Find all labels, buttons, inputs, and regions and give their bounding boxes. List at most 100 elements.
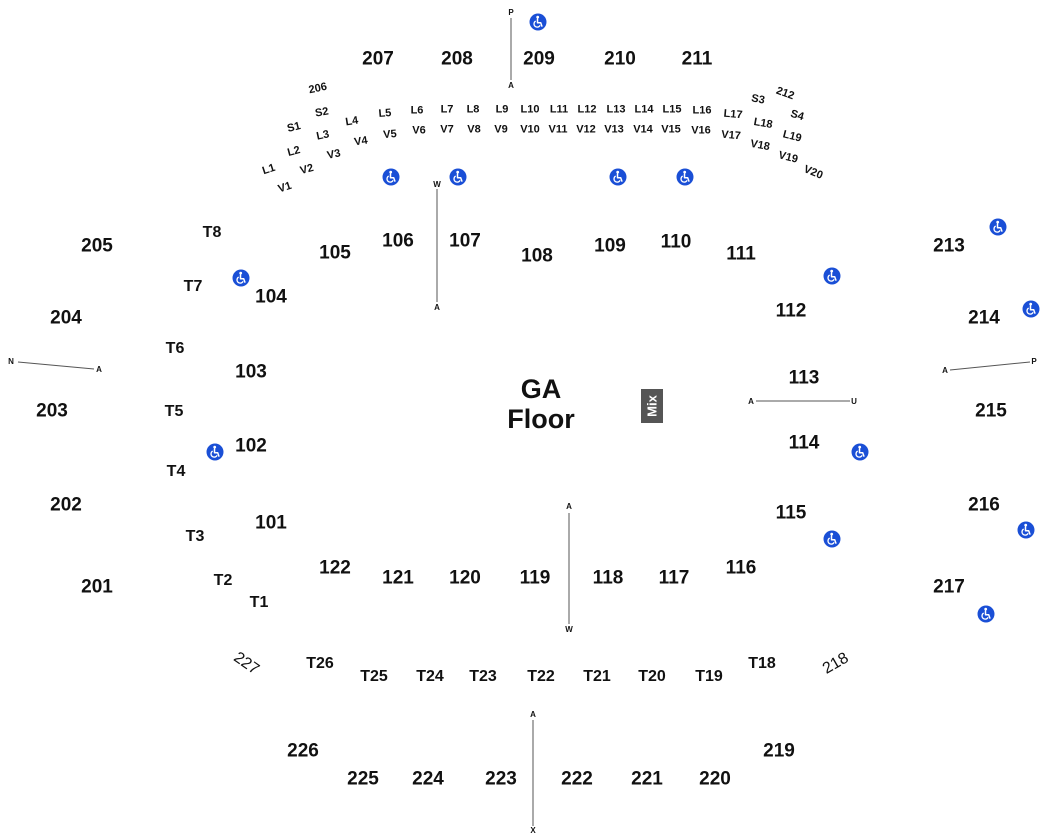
section-t4[interactable]: T4 xyxy=(166,463,186,480)
section-v17[interactable]: V17 xyxy=(720,128,742,143)
section-l6[interactable]: L6 xyxy=(410,104,424,117)
section-220[interactable]: 220 xyxy=(699,768,731,790)
section-107[interactable]: 107 xyxy=(449,230,481,252)
section-l4[interactable]: L4 xyxy=(344,114,360,129)
wheelchair-icon xyxy=(609,168,627,186)
section-213[interactable]: 213 xyxy=(933,235,965,257)
section-t19[interactable]: T19 xyxy=(695,668,723,685)
section-t1[interactable]: T1 xyxy=(249,594,269,611)
section-v16[interactable]: V16 xyxy=(691,124,711,137)
section-v11[interactable]: V11 xyxy=(548,123,568,136)
section-225[interactable]: 225 xyxy=(347,768,379,790)
section-l5[interactable]: L5 xyxy=(378,106,392,121)
section-120[interactable]: 120 xyxy=(449,567,481,589)
aisle-marker-mid-u: U xyxy=(851,397,857,406)
section-208[interactable]: 208 xyxy=(441,48,473,70)
section-119[interactable]: 119 xyxy=(519,567,551,589)
section-221[interactable]: 221 xyxy=(631,768,663,790)
section-204[interactable]: 204 xyxy=(50,307,82,329)
section-v9[interactable]: V9 xyxy=(494,123,508,136)
section-223[interactable]: 223 xyxy=(485,768,517,790)
section-t18[interactable]: T18 xyxy=(748,655,776,672)
section-t3[interactable]: T3 xyxy=(185,528,205,545)
section-v7[interactable]: V7 xyxy=(440,123,454,136)
section-t26[interactable]: T26 xyxy=(306,655,334,672)
section-108[interactable]: 108 xyxy=(521,245,553,267)
section-224[interactable]: 224 xyxy=(412,768,444,790)
section-l7[interactable]: L7 xyxy=(440,103,454,116)
wheelchair-icon xyxy=(232,269,250,287)
section-v10[interactable]: V10 xyxy=(520,123,540,136)
section-215[interactable]: 215 xyxy=(975,400,1007,422)
section-l8[interactable]: L8 xyxy=(466,103,480,116)
ga-floor[interactable]: GA Floor xyxy=(507,374,575,434)
section-104[interactable]: 104 xyxy=(255,286,287,308)
section-203[interactable]: 203 xyxy=(36,400,68,422)
section-105[interactable]: 105 xyxy=(319,242,351,264)
section-115[interactable]: 115 xyxy=(775,502,807,524)
section-t21[interactable]: T21 xyxy=(583,668,611,685)
section-v5[interactable]: V5 xyxy=(382,127,398,142)
section-113[interactable]: 113 xyxy=(788,367,820,389)
section-202[interactable]: 202 xyxy=(50,494,82,516)
section-103[interactable]: 103 xyxy=(235,361,267,383)
section-118[interactable]: 118 xyxy=(592,567,624,589)
section-s3[interactable]: S3 xyxy=(750,92,766,107)
section-114[interactable]: 114 xyxy=(788,432,820,454)
section-209[interactable]: 209 xyxy=(523,48,555,70)
section-214[interactable]: 214 xyxy=(968,307,1000,329)
section-t7[interactable]: T7 xyxy=(183,278,203,295)
section-t24[interactable]: T24 xyxy=(416,668,444,685)
section-l17[interactable]: L17 xyxy=(723,107,744,122)
section-l14[interactable]: L14 xyxy=(634,103,654,116)
section-219[interactable]: 219 xyxy=(763,740,795,762)
section-211[interactable]: 211 xyxy=(681,48,713,70)
section-226[interactable]: 226 xyxy=(287,740,319,762)
section-t22[interactable]: T22 xyxy=(527,668,555,685)
section-l9[interactable]: L9 xyxy=(495,103,509,116)
section-l10[interactable]: L10 xyxy=(520,103,540,116)
section-110[interactable]: 110 xyxy=(660,231,692,253)
section-111[interactable]: 111 xyxy=(726,243,756,265)
section-t8[interactable]: T8 xyxy=(202,224,222,241)
section-l11[interactable]: L11 xyxy=(549,103,569,116)
section-210[interactable]: 210 xyxy=(604,48,636,70)
wheelchair-icon xyxy=(206,443,224,461)
section-l13[interactable]: L13 xyxy=(606,103,626,116)
wheelchair-icon xyxy=(823,530,841,548)
section-207[interactable]: 207 xyxy=(362,48,394,70)
section-112[interactable]: 112 xyxy=(775,300,807,322)
section-v12[interactable]: V12 xyxy=(576,123,596,136)
section-116[interactable]: 116 xyxy=(725,557,757,579)
section-205[interactable]: 205 xyxy=(81,235,113,257)
section-216[interactable]: 216 xyxy=(968,494,1000,516)
section-101[interactable]: 101 xyxy=(255,512,287,534)
section-t23[interactable]: T23 xyxy=(469,668,497,685)
section-t20[interactable]: T20 xyxy=(638,668,666,685)
section-s2[interactable]: S2 xyxy=(314,105,330,120)
section-106[interactable]: 106 xyxy=(382,230,414,252)
section-201[interactable]: 201 xyxy=(81,576,113,598)
section-l15[interactable]: L15 xyxy=(662,103,682,116)
section-117[interactable]: 117 xyxy=(658,567,690,589)
section-v15[interactable]: V15 xyxy=(661,123,681,136)
section-217[interactable]: 217 xyxy=(933,576,965,598)
section-102[interactable]: 102 xyxy=(235,435,267,457)
aisle-marker-top-a: A xyxy=(508,81,514,90)
section-t5[interactable]: T5 xyxy=(164,403,184,420)
section-109[interactable]: 109 xyxy=(594,235,626,257)
section-t6[interactable]: T6 xyxy=(165,340,185,357)
section-t25[interactable]: T25 xyxy=(360,668,388,685)
section-v13[interactable]: V13 xyxy=(604,123,624,136)
section-v14[interactable]: V14 xyxy=(633,123,653,136)
section-121[interactable]: 121 xyxy=(382,567,414,589)
section-v4[interactable]: V4 xyxy=(353,134,369,149)
section-l16[interactable]: L16 xyxy=(692,104,712,117)
section-122[interactable]: 122 xyxy=(319,557,351,579)
section-v6[interactable]: V6 xyxy=(412,124,426,137)
section-l12[interactable]: L12 xyxy=(577,103,597,116)
section-t2[interactable]: T2 xyxy=(213,572,233,589)
section-v8[interactable]: V8 xyxy=(467,123,481,136)
section-222[interactable]: 222 xyxy=(561,768,593,790)
